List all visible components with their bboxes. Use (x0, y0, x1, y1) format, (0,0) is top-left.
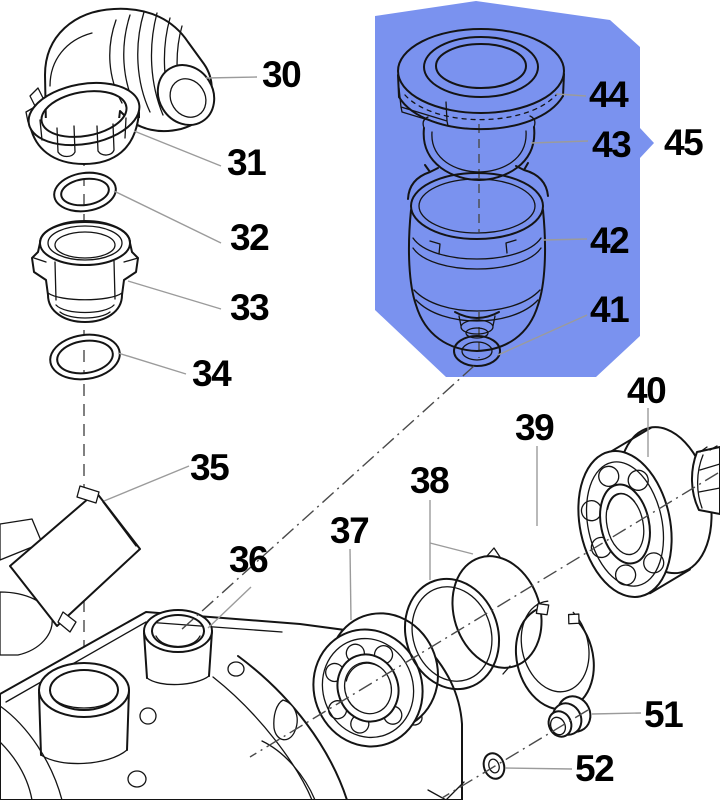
part-37-bearing (312, 612, 439, 748)
part-label-45: 45 (664, 122, 703, 163)
part-33-hex-nipple (31, 220, 139, 323)
part-labels: 30 31 32 33 34 35 36 37 38 39 40 41 42 4… (190, 54, 705, 789)
part-40-bearing (577, 426, 713, 598)
part-38-seal-rings (403, 547, 543, 691)
part-36-port (143, 609, 213, 686)
part-32-oring (53, 171, 117, 213)
part-label-42: 42 (590, 220, 629, 261)
part-label-37: 37 (330, 510, 368, 551)
part-41-oring (453, 335, 501, 367)
part-42-accumulator-cup (407, 162, 549, 352)
part-label-43: 43 (592, 124, 631, 165)
axis-lines (180, 365, 719, 799)
part-39-circlip (514, 600, 595, 711)
part-label-30: 30 (262, 54, 301, 95)
part-label-35: 35 (190, 447, 229, 488)
part-label-39: 39 (515, 407, 554, 448)
part-label-44: 44 (589, 74, 629, 115)
part-label-52: 52 (575, 748, 614, 789)
part-label-38: 38 (410, 460, 449, 501)
part-label-31: 31 (227, 142, 266, 183)
part-label-33: 33 (230, 287, 269, 328)
left-port (38, 662, 130, 765)
part-label-36: 36 (229, 539, 268, 580)
part-44-cap (397, 28, 565, 131)
leader-lines (103, 76, 649, 770)
part-label-51: 51 (644, 694, 683, 735)
part-31-ring-nut (25, 81, 141, 165)
part-label-34: 34 (192, 353, 232, 394)
part-51-plug (547, 695, 592, 738)
part-35-bracket (0, 485, 141, 656)
part-43-split-ring (422, 115, 536, 181)
part-label-32: 32 (230, 217, 269, 258)
part-label-40: 40 (627, 370, 666, 411)
crankshaft-axis (249, 472, 719, 758)
accumulator-port-axis (180, 365, 475, 631)
part-30-elbow-fitting (44, 7, 216, 133)
part-label-41: 41 (590, 289, 629, 330)
part-34-oring (49, 333, 121, 381)
plug-axis (441, 709, 589, 799)
highlight-box-45 (375, 1, 654, 377)
